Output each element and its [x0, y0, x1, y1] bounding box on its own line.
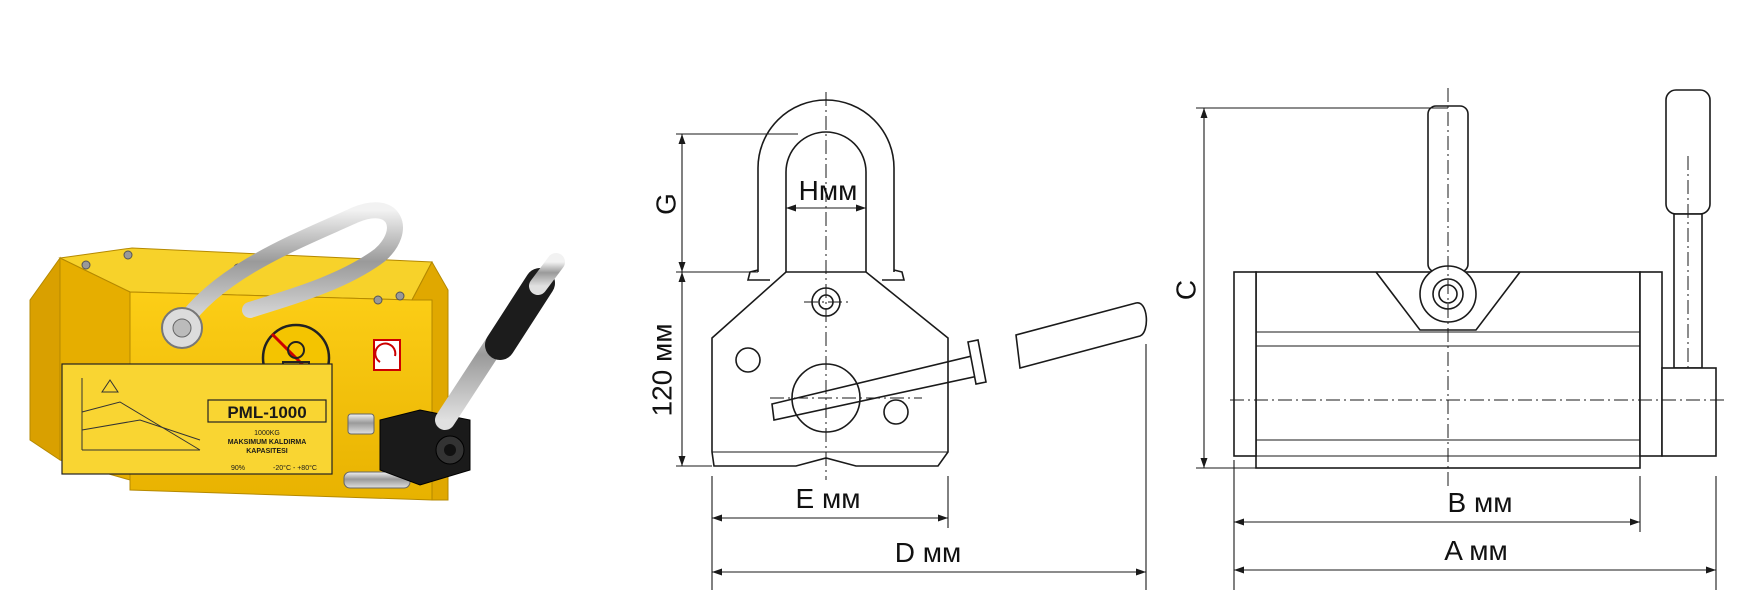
- product-illustration: PML-1000 1000KG MAKSIMUM KALDIRMA KAPASI…: [29, 202, 565, 501]
- dim-a-label: A мм: [1444, 535, 1507, 566]
- plate-max-lift: MAKSIMUM KALDIRMA: [228, 439, 307, 446]
- model-label: PML-1000: [227, 403, 306, 422]
- side-body: [711, 271, 949, 467]
- dim-b-label: B мм: [1448, 487, 1513, 518]
- info-plate: [61, 363, 333, 475]
- dim-c-label: C: [1170, 280, 1201, 300]
- side-shackle-inner: [785, 131, 867, 272]
- dim-e-label: E мм: [796, 483, 861, 514]
- dim-height-label: 120 мм: [646, 324, 677, 417]
- plate-capacity-word: KAPASITESI: [246, 448, 288, 455]
- plate-capacity: 1000KG: [254, 430, 280, 437]
- plate-percent: 90%: [231, 465, 245, 472]
- dim-g-label: G: [650, 193, 681, 215]
- front-view-drawing: C B мм A мм: [1170, 88, 1724, 590]
- side-view-drawing: G 120 мм Нмм E мм D мм: [646, 92, 1148, 590]
- dim-d-label: D мм: [895, 537, 962, 568]
- plate-temperature: -20°C - +80°C: [273, 464, 317, 472]
- dim-h-label: Нмм: [799, 175, 858, 206]
- lifting-shackle: [174, 202, 403, 333]
